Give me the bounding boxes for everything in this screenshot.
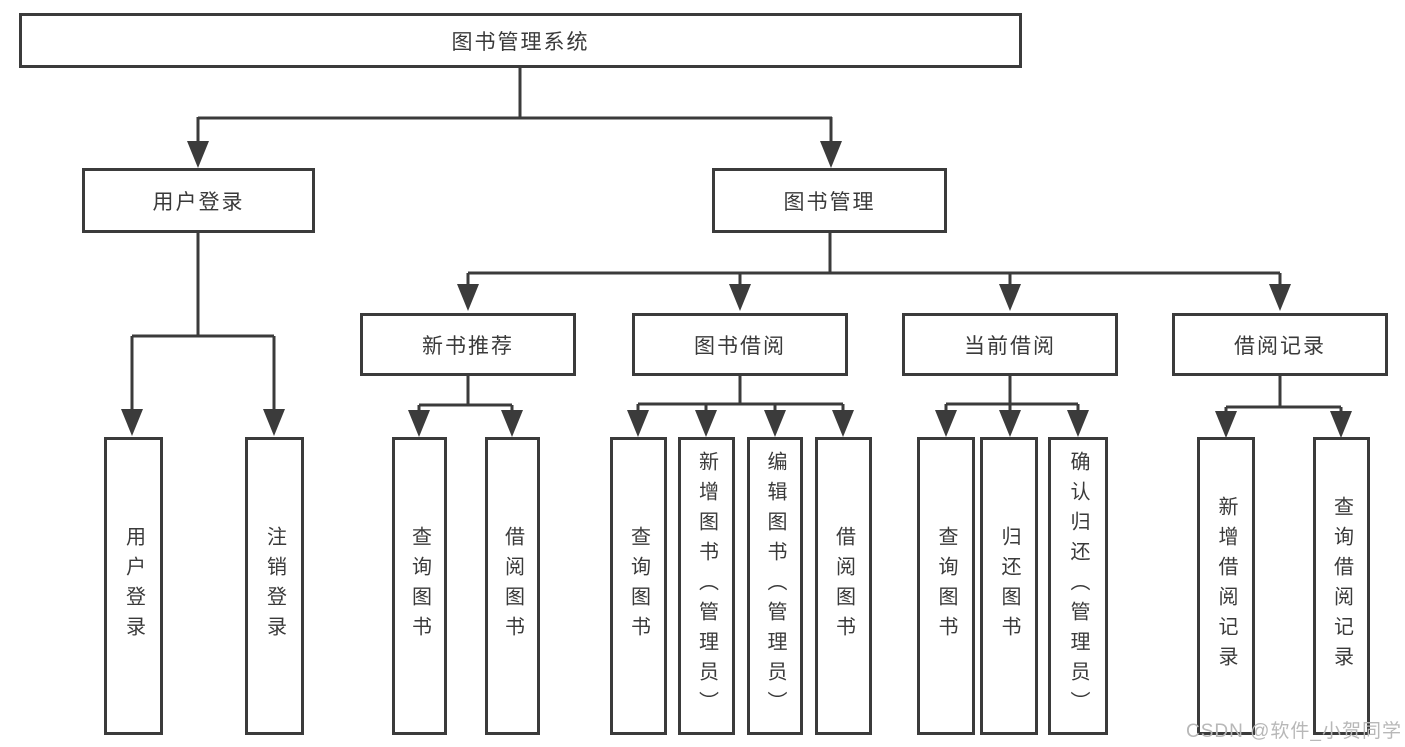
arrow-down-icon bbox=[1269, 284, 1291, 311]
connector-line bbox=[1008, 376, 1012, 404]
leaf-current-confirm-return-admin: 确认归还（管理员） bbox=[1048, 437, 1108, 735]
connector-line bbox=[638, 402, 843, 406]
arrow-down-icon bbox=[935, 410, 957, 437]
node-label: 新书推荐 bbox=[422, 334, 514, 358]
arrow-down-icon bbox=[627, 410, 649, 437]
arrow-down-icon bbox=[457, 284, 479, 311]
connector-line bbox=[132, 334, 274, 338]
connector-line bbox=[419, 403, 512, 407]
leaf-label: 查询借阅记录 bbox=[1330, 496, 1353, 676]
arrow-down-icon bbox=[729, 284, 751, 311]
leaf-label: 确认归还（管理员） bbox=[1067, 451, 1089, 721]
node-library-management-system: 图书管理系统 bbox=[19, 13, 1022, 68]
node-label: 当前借阅 bbox=[964, 334, 1056, 358]
arrow-down-icon bbox=[263, 409, 285, 436]
leaf-label: 新增图书（管理员） bbox=[695, 451, 718, 721]
leaf-borrow-query-books: 查询图书 bbox=[610, 437, 667, 735]
arrow-down-icon bbox=[764, 410, 786, 437]
arrow-down-icon bbox=[999, 284, 1021, 311]
connector-line bbox=[1076, 404, 1080, 412]
arrow-down-icon bbox=[1215, 411, 1237, 438]
connector-line bbox=[1226, 405, 1341, 409]
connector-line bbox=[738, 376, 742, 404]
leaf-borrow-edit-books-admin: 编辑图书（管理员） bbox=[747, 437, 803, 735]
connector-line bbox=[196, 117, 200, 144]
connector-line bbox=[704, 404, 708, 412]
leaf-current-return-books: 归还图书 bbox=[980, 437, 1038, 735]
leaf-label: 查询图书 bbox=[935, 526, 957, 646]
watermark: CSDN @软件_小贺同学 bbox=[1186, 721, 1402, 742]
connector-line bbox=[828, 233, 832, 273]
connector-line bbox=[510, 405, 514, 412]
node-user-login: 用户登录 bbox=[82, 168, 315, 233]
connector-line bbox=[829, 117, 833, 144]
connector-line bbox=[636, 404, 640, 412]
arrow-down-icon bbox=[187, 141, 209, 168]
connector-line bbox=[468, 271, 1280, 275]
connector-line bbox=[1278, 273, 1282, 285]
connector-line bbox=[272, 336, 276, 410]
node-book-borrowing: 图书借阅 bbox=[632, 313, 848, 376]
leaf-current-query-books: 查询图书 bbox=[917, 437, 975, 735]
arrow-down-icon bbox=[121, 409, 143, 436]
connector-line bbox=[773, 404, 777, 412]
arrow-down-icon bbox=[408, 410, 430, 437]
node-label: 图书管理 bbox=[783, 190, 876, 214]
connector-line bbox=[466, 273, 470, 285]
connector-line bbox=[198, 116, 832, 120]
leaf-label: 借阅图书 bbox=[832, 526, 855, 646]
leaf-label: 编辑图书（管理员） bbox=[764, 451, 786, 721]
node-label: 图书管理系统 bbox=[451, 30, 590, 54]
connector-line bbox=[841, 404, 845, 412]
leaf-label: 查询图书 bbox=[408, 526, 431, 646]
node-label: 图书借阅 bbox=[694, 334, 786, 358]
leaf-label: 归还图书 bbox=[998, 526, 1020, 646]
node-label: 用户登录 bbox=[152, 190, 245, 214]
connector-line bbox=[1339, 407, 1343, 412]
arrow-down-icon bbox=[501, 410, 523, 437]
arrow-down-icon bbox=[832, 410, 854, 437]
connector-line bbox=[130, 336, 134, 410]
arrow-down-icon bbox=[1067, 410, 1089, 437]
leaf-label: 用户登录 bbox=[122, 526, 145, 646]
leaf-records-query-record: 查询借阅记录 bbox=[1313, 437, 1370, 735]
leaf-logout: 注销登录 bbox=[245, 437, 304, 735]
leaf-label: 注销登录 bbox=[263, 526, 286, 646]
arrow-down-icon bbox=[820, 141, 842, 168]
leaf-borrow-add-books-admin: 新增图书（管理员） bbox=[678, 437, 735, 735]
connector-line bbox=[466, 376, 470, 405]
connector-line bbox=[1008, 404, 1012, 412]
connector-line bbox=[1278, 376, 1282, 407]
leaf-borrow-borrow-books: 借阅图书 bbox=[815, 437, 872, 735]
leaf-user-login: 用户登录 bbox=[104, 437, 163, 735]
node-current-borrowing: 当前借阅 bbox=[902, 313, 1118, 376]
node-label: 借阅记录 bbox=[1234, 334, 1326, 358]
leaf-records-add-record: 新增借阅记录 bbox=[1197, 437, 1255, 735]
connector-line bbox=[417, 405, 421, 412]
arrow-down-icon bbox=[1330, 411, 1352, 438]
arrow-down-icon bbox=[999, 410, 1021, 437]
leaf-label: 借阅图书 bbox=[501, 526, 524, 646]
connector-line bbox=[1224, 407, 1228, 412]
node-borrow-records: 借阅记录 bbox=[1172, 313, 1388, 376]
connector-line bbox=[738, 273, 742, 285]
node-book-management: 图书管理 bbox=[712, 168, 947, 233]
leaf-label: 新增借阅记录 bbox=[1215, 496, 1237, 676]
arrow-down-icon bbox=[695, 410, 717, 437]
node-new-book-recommend: 新书推荐 bbox=[360, 313, 576, 376]
leaf-newbook-borrow-books: 借阅图书 bbox=[485, 437, 540, 735]
connector-line bbox=[946, 402, 1078, 406]
connector-line bbox=[196, 233, 200, 336]
connector-line bbox=[518, 68, 522, 118]
leaf-newbook-query-books: 查询图书 bbox=[392, 437, 447, 735]
leaf-label: 查询图书 bbox=[627, 526, 650, 646]
connector-line bbox=[944, 404, 948, 412]
connector-line bbox=[1008, 273, 1012, 285]
